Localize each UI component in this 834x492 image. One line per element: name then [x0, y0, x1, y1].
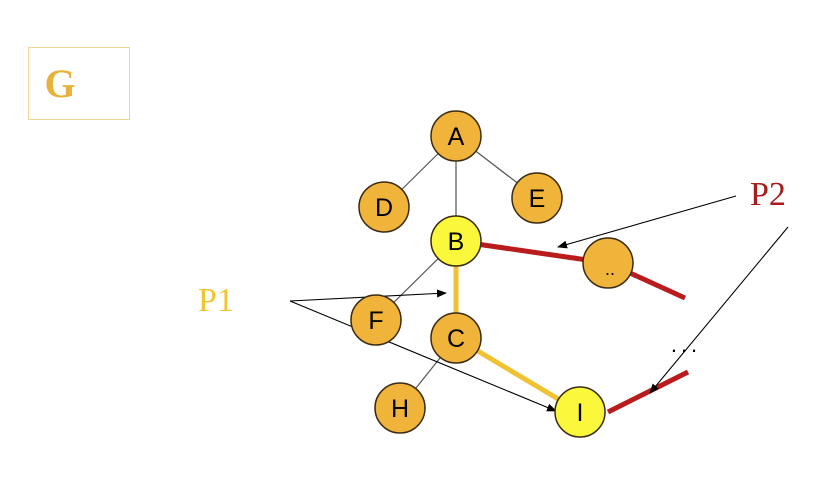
p2-arrow-to-edge — [649, 226, 789, 394]
p2-arrow-to-bnode — [557, 195, 737, 249]
node-d: D — [358, 181, 410, 233]
path-label-p1: P1 — [198, 282, 234, 319]
node-a-label: A — [448, 123, 465, 151]
node-unlabeled-label: .. — [605, 259, 615, 279]
node-b-label: B — [448, 228, 465, 256]
node-c: C — [430, 312, 482, 364]
graph-label: G — [44, 61, 76, 106]
ellipsis-label: ... — [671, 332, 701, 357]
p1-arrow-to-i — [289, 300, 557, 412]
node-unlabeled: .. — [582, 237, 634, 289]
node-f: F — [350, 294, 402, 346]
node-c-label: C — [447, 325, 465, 353]
node-f-label: F — [368, 307, 383, 335]
node-i: I — [554, 386, 606, 438]
p2-edge-in-i — [606, 369, 690, 415]
node-i-label: I — [577, 399, 584, 427]
path-label-p2: P2 — [750, 176, 786, 213]
node-h-label: H — [391, 395, 409, 423]
node-e: E — [511, 172, 563, 224]
node-e-label: E — [529, 185, 546, 213]
graph-label-box: G — [28, 47, 130, 120]
node-a: A — [430, 110, 482, 162]
node-d-label: D — [375, 194, 393, 222]
node-h: H — [374, 382, 426, 434]
node-b: B — [430, 215, 482, 267]
